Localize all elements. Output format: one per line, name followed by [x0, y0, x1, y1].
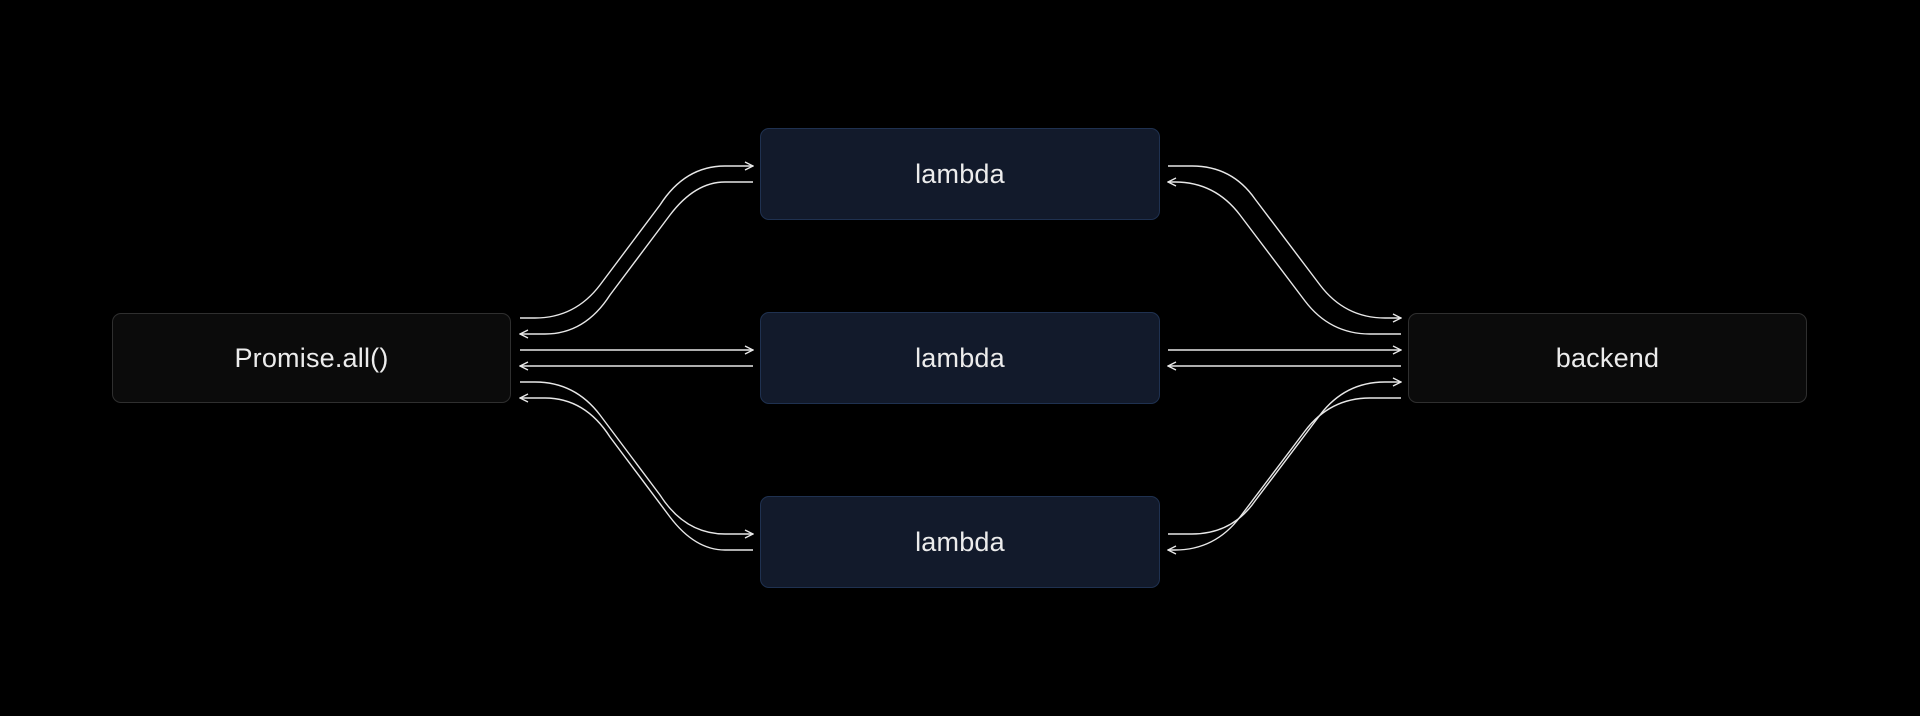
request-arrow-lambda-1-to-backend: [1168, 165, 1401, 318]
backend-label: backend: [1555, 342, 1660, 373]
response-arrow-lambda-1-to-promise: [520, 181, 753, 334]
lambda-label-3: lambda: [915, 526, 1005, 557]
lambda-node-3: lambda: [760, 496, 1160, 588]
response-arrow-lambda-3-to-promise: [520, 398, 753, 551]
lambda-node-1: lambda: [760, 128, 1160, 220]
response-arrow-backend-to-lambda-1: [1168, 182, 1401, 335]
response-arrow-backend-to-lambda-3: [1168, 397, 1401, 550]
lambda-label-2: lambda: [915, 342, 1005, 373]
promise-all-label: Promise.all(): [234, 342, 389, 373]
request-arrow-promise-to-lambda-3: [520, 381, 753, 534]
request-arrow-lambda-3-to-backend: [1168, 382, 1401, 535]
request-arrow-promise-to-lambda-1: [520, 166, 753, 319]
promise-all-node: Promise.all(): [112, 313, 511, 403]
lambda-label-1: lambda: [915, 158, 1005, 189]
backend-node: backend: [1408, 313, 1807, 403]
lambda-node-2: lambda: [760, 312, 1160, 404]
